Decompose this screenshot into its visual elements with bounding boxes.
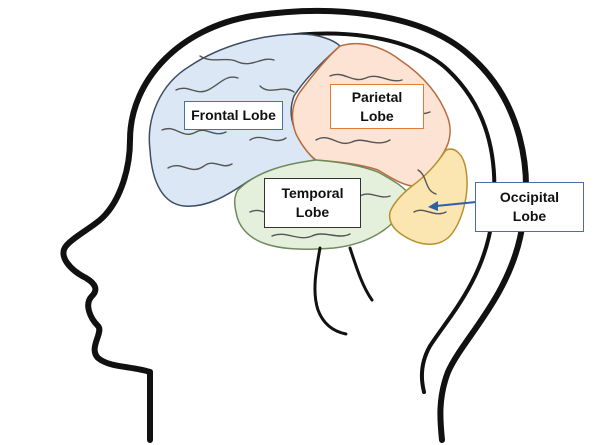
temporal-lobe-label: Temporal Lobe [264,178,361,228]
parietal-lobe-label: Parietal Lobe [330,84,424,129]
occipital-lobe-label: Occipital Lobe [475,182,584,232]
occipital-lobe [388,148,468,245]
head-outline [60,7,529,443]
brain-stem [313,246,374,336]
frontal-lobe-label: Frontal Lobe [184,101,283,130]
occipital-arrow-line [435,201,477,207]
occipital-arrow-head [428,201,438,211]
